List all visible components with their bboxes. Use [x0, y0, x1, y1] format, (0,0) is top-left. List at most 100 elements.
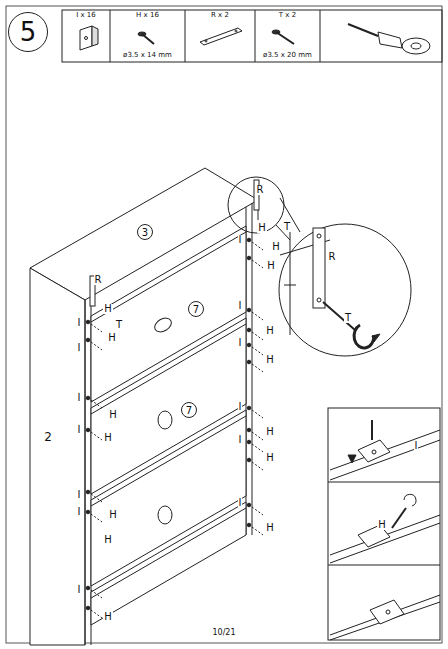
screw-leader: [252, 332, 263, 340]
part-label: ø3.5 x 14 mm: [123, 52, 172, 60]
hole: [247, 328, 251, 332]
hole: [247, 428, 251, 432]
callout-number: 3: [137, 224, 153, 240]
screw-icon: [138, 32, 154, 44]
part-label: I: [238, 301, 243, 311]
hole: [247, 440, 251, 444]
hole: [247, 458, 251, 462]
screw-leader: [91, 432, 102, 440]
part-label: T: [283, 222, 291, 232]
hole: [247, 308, 251, 312]
side-panel: [30, 268, 85, 645]
screw-leader: [252, 410, 263, 418]
part-label: I: [238, 338, 243, 348]
bracket-step: [330, 494, 440, 563]
hole: [86, 510, 90, 514]
screw-leader: [252, 527, 263, 535]
detail-circle: [228, 177, 284, 233]
hole: [86, 586, 90, 590]
part-label: I: [77, 318, 82, 328]
part-label: R x 2: [211, 12, 229, 20]
part-label: H: [265, 427, 275, 437]
part-label: H: [103, 612, 113, 622]
screw-leader: [252, 260, 263, 268]
part-label: H: [103, 535, 113, 545]
part-label: H: [271, 242, 281, 252]
part-label: R: [328, 252, 337, 262]
screw-leader: [91, 342, 102, 350]
screw-leader: [91, 494, 102, 502]
part-label: R: [256, 185, 265, 195]
hole: [86, 396, 90, 400]
bracket-step: [330, 595, 440, 640]
screw-leader: [91, 590, 102, 598]
part-label: H: [108, 510, 118, 520]
hole: [86, 490, 90, 494]
part-label: I: [77, 393, 82, 403]
part-label: I: [238, 498, 243, 508]
part-label: H: [265, 453, 275, 463]
hole: [247, 343, 251, 347]
parts-table: [62, 10, 442, 62]
screwdriver-icon: [348, 24, 430, 54]
part-label: I: [77, 585, 82, 595]
screw-leader: [252, 347, 263, 355]
hole: [247, 238, 251, 242]
part-label: T: [115, 320, 123, 330]
step-number-text: 5: [20, 18, 37, 47]
part-label: T: [344, 313, 352, 323]
screw-leader: [252, 242, 263, 250]
part-label: I: [238, 435, 243, 445]
part-label: T x 2: [279, 12, 296, 20]
callout-text: 3: [142, 227, 148, 238]
part-label: H: [103, 304, 113, 314]
parts-cell: T x 2 ø3.5 x 20 mm: [255, 10, 320, 62]
part-label: I: [77, 507, 82, 517]
plate-icon: [200, 28, 242, 45]
hole: [247, 406, 251, 410]
part-label: H: [377, 520, 387, 530]
part-label: H: [266, 261, 276, 271]
parts-cell: H x 16ø3.5 x 14 mm: [110, 10, 185, 62]
part-label: I: [77, 490, 82, 500]
part-label: I: [414, 441, 419, 451]
bracket-icon: [80, 26, 98, 50]
screw-leader: [252, 432, 263, 440]
callout-text: 7: [193, 304, 199, 315]
detail-panel: [328, 408, 440, 640]
part-label: H: [108, 410, 118, 420]
plate: [313, 228, 325, 308]
screw-leader: [91, 514, 102, 522]
flap: [91, 502, 246, 625]
parts-cell: I x 16: [62, 10, 110, 62]
part-label: I: [238, 402, 243, 412]
part-label: H: [257, 223, 267, 233]
hole: [86, 606, 90, 610]
part-label: H: [265, 523, 275, 533]
hole: [247, 523, 251, 527]
bracket-step: [330, 420, 440, 480]
part-label: H: [265, 326, 275, 336]
hole: [86, 428, 90, 432]
callout-text: 7: [186, 405, 192, 416]
screw-leader: [252, 444, 263, 452]
part-label: I: [77, 343, 82, 353]
page-number: 10/21: [211, 629, 236, 637]
part-label: ø3.5 x 20 mm: [263, 52, 312, 60]
screw-leader: [252, 312, 263, 320]
screw-leader: [252, 462, 263, 470]
part-label: I: [77, 425, 82, 435]
hole: [86, 320, 90, 324]
detail-circle: [279, 224, 411, 356]
callout-number: 7: [181, 402, 197, 418]
part-label: H: [107, 333, 117, 343]
part-label: H: [103, 433, 113, 443]
screw-leader: [252, 364, 263, 372]
part-label: I: [238, 235, 243, 245]
parts-cell: R x 2: [185, 10, 255, 62]
hole: [247, 503, 251, 507]
screw-leader: [252, 507, 263, 515]
